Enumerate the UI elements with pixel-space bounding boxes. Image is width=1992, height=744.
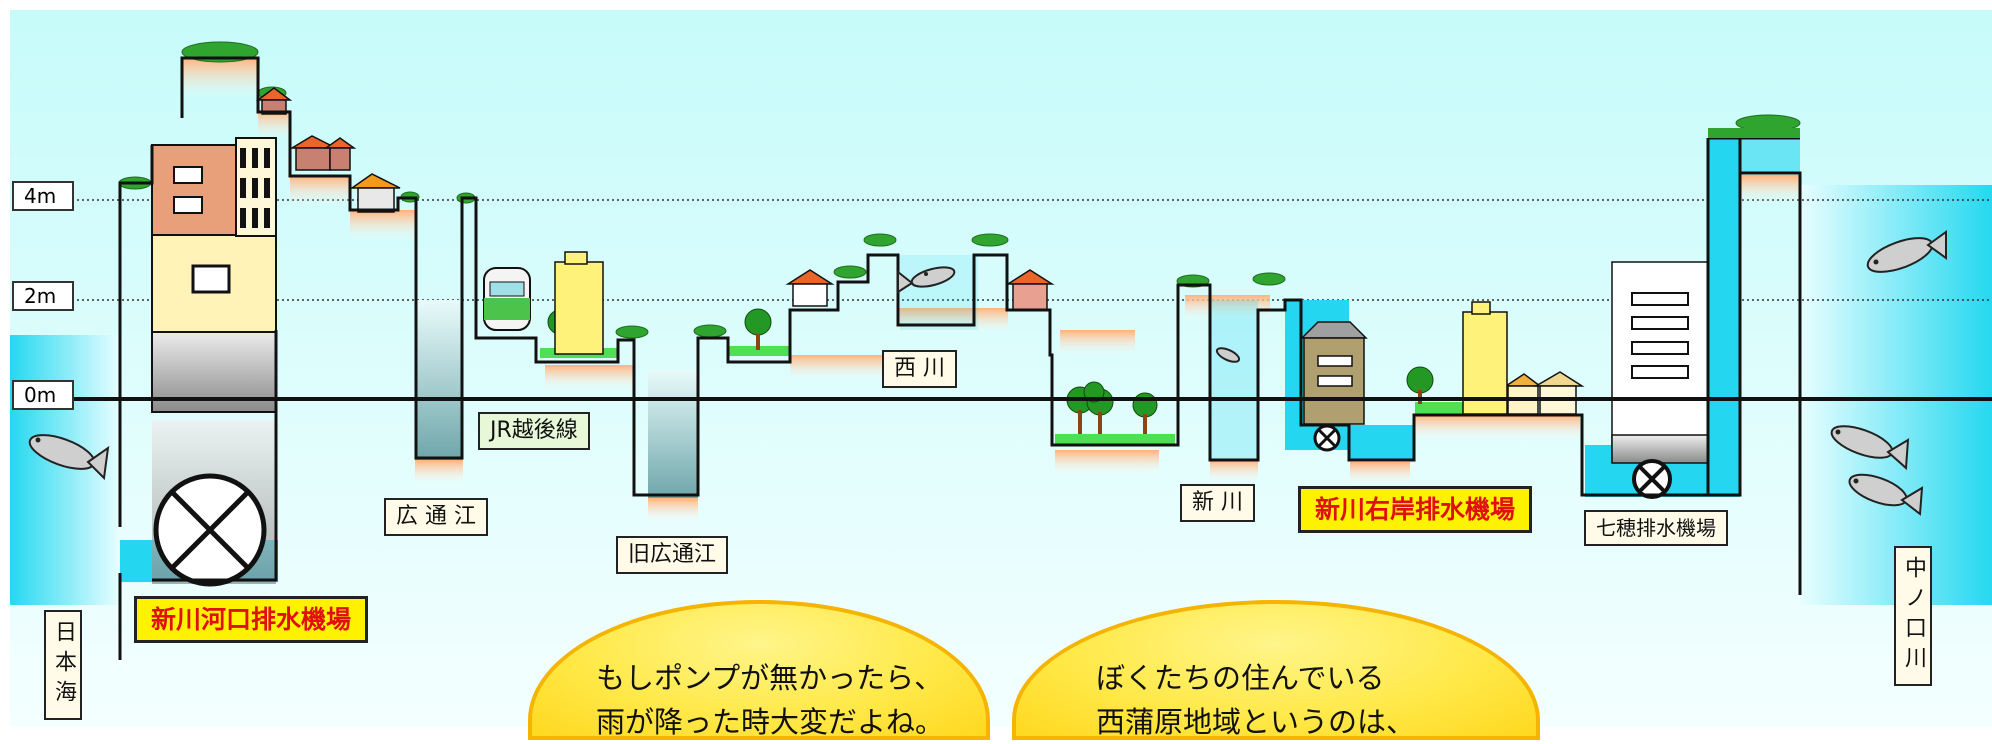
cross-section-diagram: 4m 2m 0m 日本海 新川河口排水機場 広 通 江 JR越後線 旧広通江 西…	[10, 10, 1992, 740]
scale-label-0m: 0m	[12, 380, 74, 410]
label-sea: 日本海	[44, 610, 82, 720]
bubble-right-line-1: ぼくたちの住んでいる	[1096, 661, 1385, 695]
label-kawaguchi-pump: 新川河口排水機場	[134, 596, 369, 643]
label-hiromichi: 広 通 江	[384, 498, 488, 536]
label-shinkawa: 新 川	[1180, 484, 1255, 522]
bubble-right-line-2: 西蒲原地域というのは、	[1096, 705, 1416, 739]
label-nakanokuchi-river: 中ノ口川	[1894, 546, 1932, 686]
label-nishikawa: 西 川	[882, 350, 957, 388]
bubble-left-line-2: 雨が降った時大変だよね。	[596, 705, 945, 739]
label-nanaho-pump: 七穂排水機場	[1584, 510, 1728, 546]
label-old-hiromichi: 旧広通江	[616, 536, 729, 574]
scale-label-4m: 4m	[12, 181, 74, 211]
scale-label-2m: 2m	[12, 281, 74, 311]
bubble-left-line-1: もしポンプが無かったら、	[596, 661, 944, 695]
label-migigishi-pump: 新川右岸排水機場	[1298, 486, 1533, 533]
label-jr-line: JR越後線	[478, 412, 590, 450]
